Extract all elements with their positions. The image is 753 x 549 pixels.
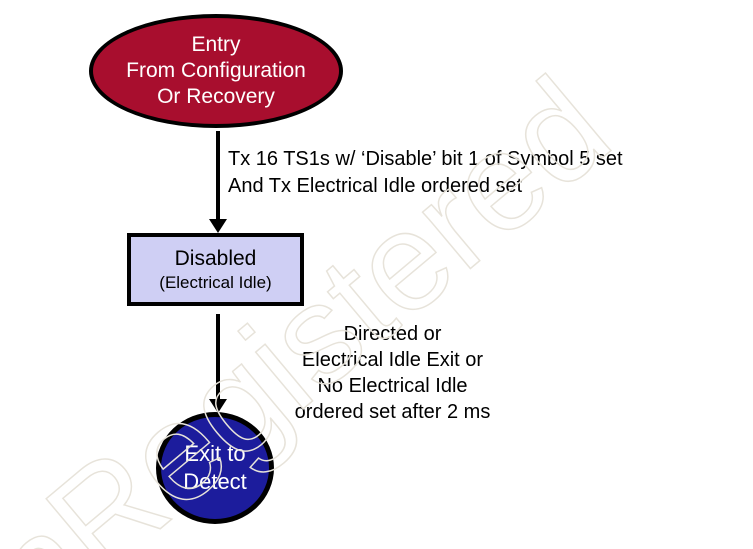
edge-label-entry-to-disabled: Tx 16 TS1s w/ ‘Disable’ bit 1 of Symbol … [228,146,623,200]
arrowhead-disabled-to-exit [209,399,227,413]
edge-label-line: And Tx Electrical Idle ordered set [228,175,523,197]
state-node-exit-to-detect: Exit to Detect [156,412,274,524]
arrowhead-entry-to-disabled [209,219,227,233]
exit-label-line: Detect [183,469,247,494]
disabled-subtitle: (Electrical Idle) [159,273,272,292]
watermark-text: unRegistered [0,47,637,549]
entry-label-line: Or Recovery [157,85,275,108]
edge-label-line: No Electrical Idle [317,375,468,397]
entry-label-line: From Configuration [126,59,306,82]
state-node-disabled: Disabled (Electrical Idle) [127,233,304,306]
exit-label-line: Exit to [184,441,246,466]
entry-label-line: Entry [191,33,241,56]
edge-label-line: Electrical Idle Exit or [301,349,484,371]
edge-label-line: Tx 16 TS1s w/ ‘Disable’ bit 1 of Symbol … [228,148,623,170]
state-node-entry: Entry From Configuration Or Recovery [89,14,343,128]
disabled-title: Disabled [174,247,257,270]
edge-label-line: ordered set after 2 ms [294,401,491,423]
arrow-entry-to-disabled [216,131,220,219]
edge-label-disabled-to-exit: Directed or Electrical Idle Exit or No E… [270,321,515,425]
arrow-disabled-to-exit [216,314,220,399]
edge-label-line: Directed or [343,323,442,345]
